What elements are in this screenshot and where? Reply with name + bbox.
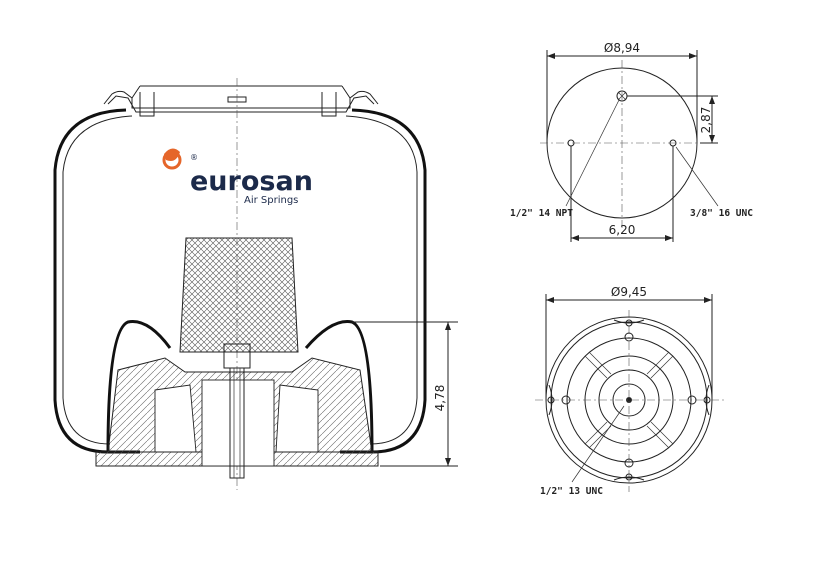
flame-swirl-icon — [162, 148, 182, 170]
bottom-view: Ø9,45 1/2" 13 UNC — [535, 285, 724, 497]
stud-thread-callout: 3/8" 16 UNC — [690, 208, 753, 219]
brand-name: eurosan — [190, 166, 313, 197]
registered-mark: ® — [190, 153, 198, 162]
side-view: 4,78 — [53, 78, 458, 490]
top-view: Ø8,94 2,87 6,20 1/2" 14 NPT 3/8" 16 UNC — [510, 41, 753, 242]
height-dimension: 4,78 — [433, 385, 447, 412]
air-fitting-callout: 1/2" 14 NPT — [510, 208, 573, 219]
brand-tagline: Air Springs — [244, 195, 298, 206]
bellow-outline — [53, 108, 140, 454]
bump-stop — [179, 237, 299, 353]
brand-logo: ® eurosan Air Springs — [162, 148, 313, 206]
bolt-spacing-dimension: 6,20 — [609, 223, 636, 237]
bolt-offset-dimension: 2,87 — [699, 107, 713, 134]
base-thread-callout: 1/2" 13 UNC — [540, 486, 603, 497]
top-diameter-dimension: Ø8,94 — [604, 41, 640, 55]
bottom-diameter-dimension: Ø9,45 — [611, 285, 647, 299]
